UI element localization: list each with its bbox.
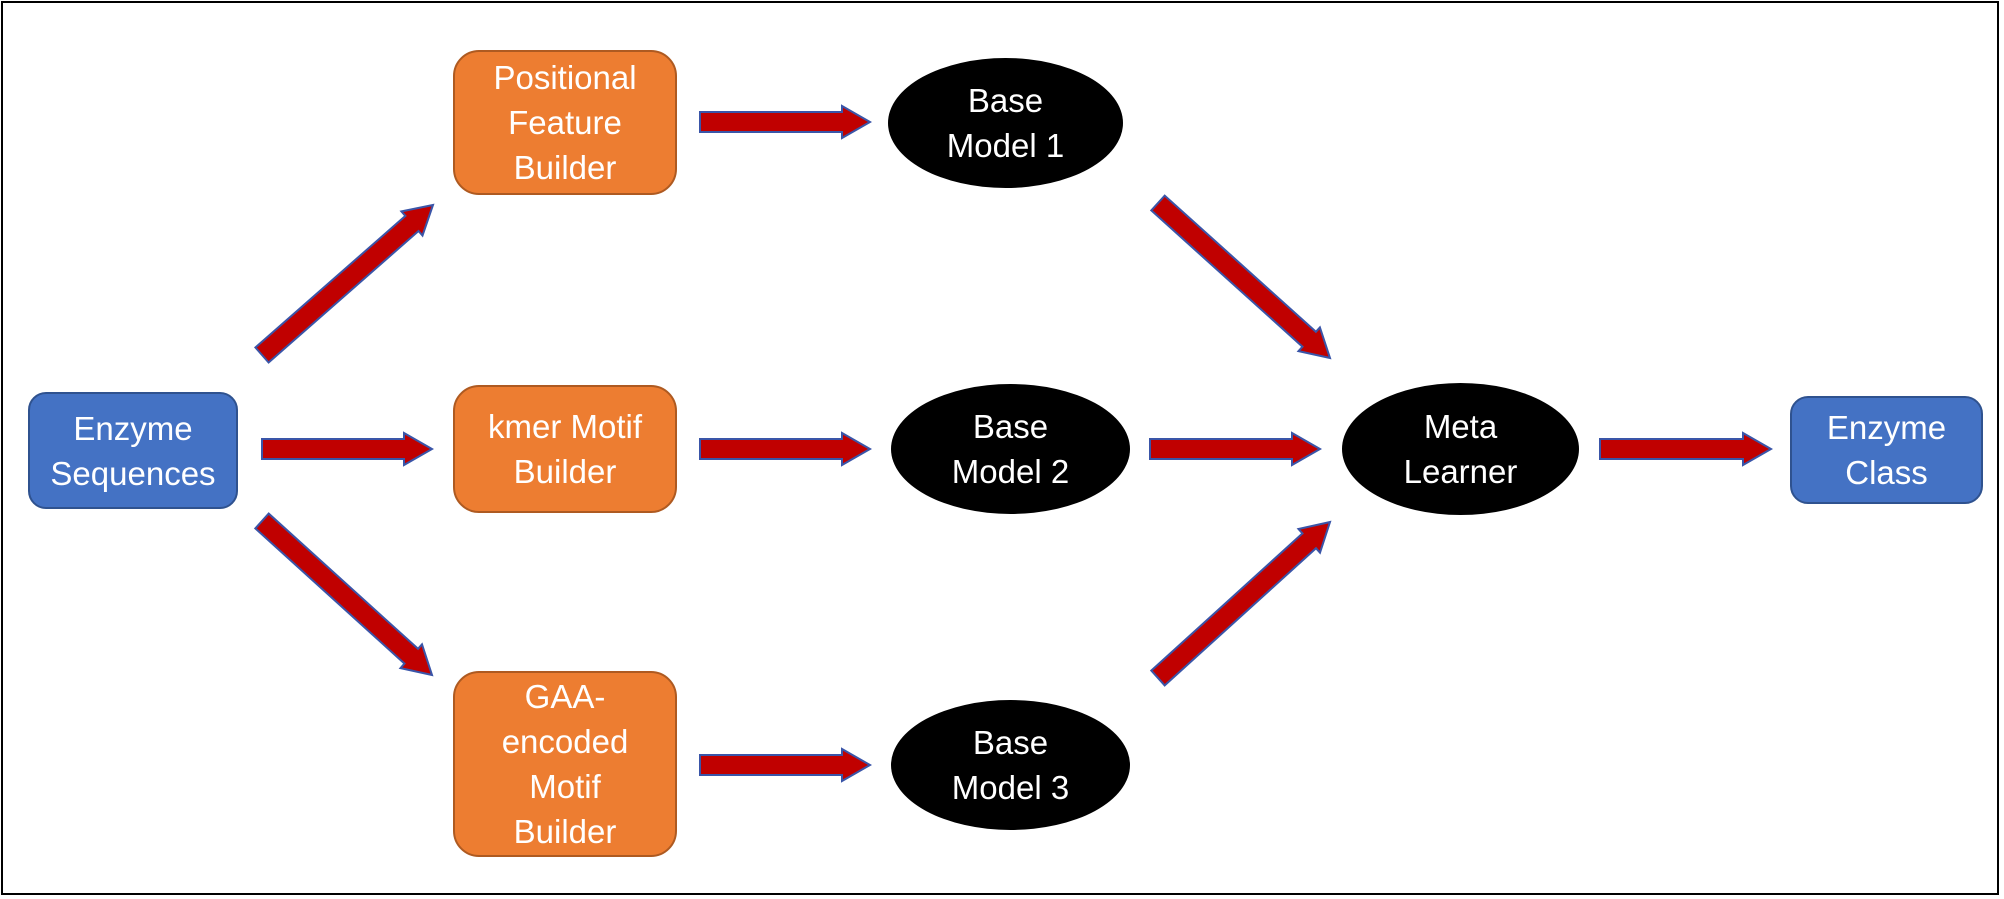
base-model-1-node: Base Model 1 (888, 58, 1123, 188)
arrow-base-model-3-to-meta-learner (1149, 520, 1332, 687)
arrow-meta-learner-to-enzyme-class (1599, 431, 1774, 467)
meta-learner-node: Meta Learner (1342, 383, 1579, 515)
arrow-positional-feature-builder-to-base-model-1 (699, 104, 873, 140)
enzyme-sequences-node: Enzyme Sequences (28, 392, 238, 509)
enzyme-class-node: Enzyme Class (1790, 396, 1983, 504)
gaa-motif-builder-node: GAA- encoded Motif Builder (453, 671, 677, 857)
enzyme-class-label: Enzyme Class (1826, 409, 1947, 491)
arrow-base-model-2-to-meta-learner (1149, 431, 1323, 467)
arrow-enzyme-sequences-to-positional-feature-builder (253, 203, 435, 364)
arrow-gaa-motif-builder-to-base-model-3 (699, 747, 873, 783)
positional-feature-builder-node: Positional Feature Builder (453, 50, 677, 195)
arrow-enzyme-sequences-to-gaa-motif-builder (253, 512, 434, 677)
base-model-2-node: Base Model 2 (891, 384, 1130, 514)
base-model-2-label: Base Model 2 (951, 408, 1070, 490)
base-model-3-node: Base Model 3 (891, 700, 1130, 830)
meta-learner-label: Meta Learner (1403, 408, 1518, 490)
enzyme-sequences-label: Enzyme Sequences (50, 409, 216, 492)
arrow-kmer-motif-builder-to-base-model-2 (699, 431, 873, 467)
base-model-3-label: Base Model 3 (951, 724, 1070, 806)
kmer-motif-builder-label: kmer Motif Builder (487, 408, 642, 490)
arrow-base-model-1-to-meta-learner (1149, 194, 1332, 360)
positional-feature-builder-label: Positional Feature Builder (493, 59, 637, 186)
base-model-1-label: Base Model 1 (946, 82, 1065, 164)
kmer-motif-builder-node: kmer Motif Builder (453, 385, 677, 513)
gaa-motif-builder-label: GAA- encoded Motif Builder (501, 678, 629, 850)
arrow-enzyme-sequences-to-kmer-motif-builder (261, 431, 435, 467)
